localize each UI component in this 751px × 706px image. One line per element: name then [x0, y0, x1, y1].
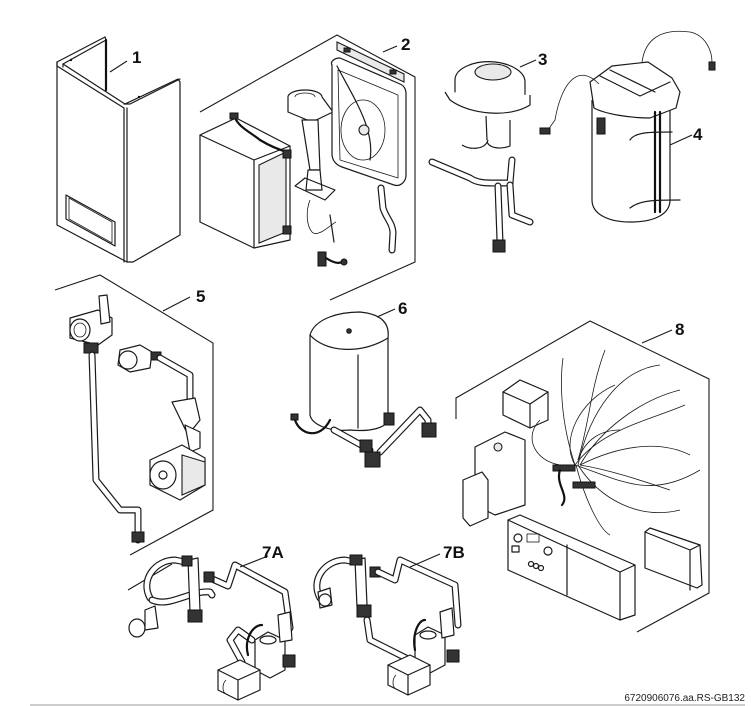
part-4-cylinder [539, 30, 716, 223]
callout-1: 1 [132, 48, 141, 67]
part-2-heat-exchanger [199, 34, 416, 301]
callout-6: 6 [398, 299, 407, 318]
callout-3: 3 [538, 50, 547, 69]
part-6-expansion-vessel [290, 308, 437, 468]
leader-1 [109, 60, 128, 73]
callout-8: 8 [675, 320, 684, 339]
group-frame-8 [455, 320, 710, 633]
part-5-pump [54, 274, 214, 556]
callout-7a: 7A [262, 543, 284, 562]
callout-4: 4 [693, 125, 703, 144]
callout-7b: 7B [443, 543, 465, 562]
part-1-casing [56, 36, 181, 263]
part-7a-hydraulic [127, 555, 296, 701]
reference-code: 6720906076.aa.RS-GB132 [624, 693, 745, 704]
part-8-controls [455, 320, 710, 633]
group-frame-2 [199, 34, 416, 301]
callout-5: 5 [196, 287, 205, 306]
part-3-fan [428, 59, 537, 253]
part-7b-hydraulic [313, 553, 462, 696]
group-frame-5 [54, 274, 214, 556]
callout-2: 2 [401, 35, 410, 54]
